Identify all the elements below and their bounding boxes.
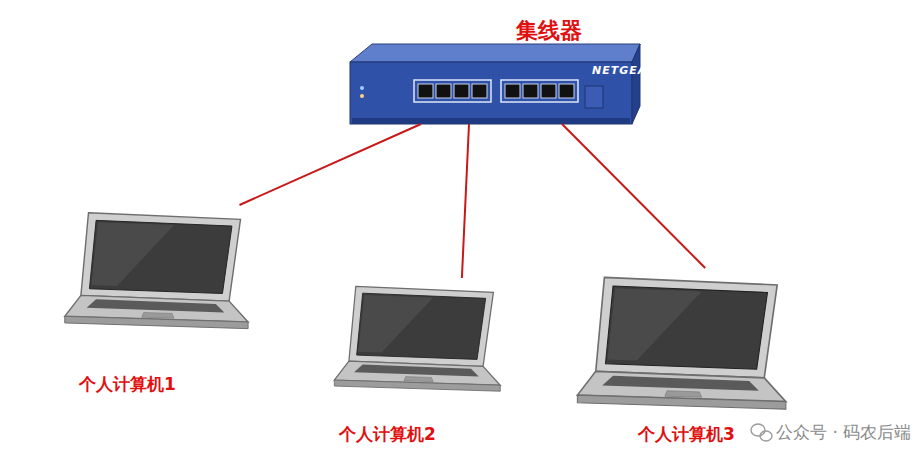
computer-label: 个人计算机2 [339,423,436,446]
hub-device [350,44,640,124]
network-cable [462,124,469,278]
computer-node: 个人计算机3 [566,268,806,450]
computer-label: 个人计算机3 [638,423,735,446]
computer-node: 个人计算机1 [55,205,260,400]
laptop-3 [577,277,785,409]
network-cable [562,124,705,268]
device-label: 集线器 [516,16,582,46]
network-cable [240,124,422,205]
laptop-1 [65,213,248,329]
computer-label: 个人计算机1 [79,373,176,396]
computer-node: 个人计算机2 [325,278,510,450]
watermark-icon [751,424,772,441]
brand-logo: NETGEAR [592,64,657,77]
watermark: 公众号 · 码农后端 [776,421,911,444]
laptop-2 [334,286,500,391]
